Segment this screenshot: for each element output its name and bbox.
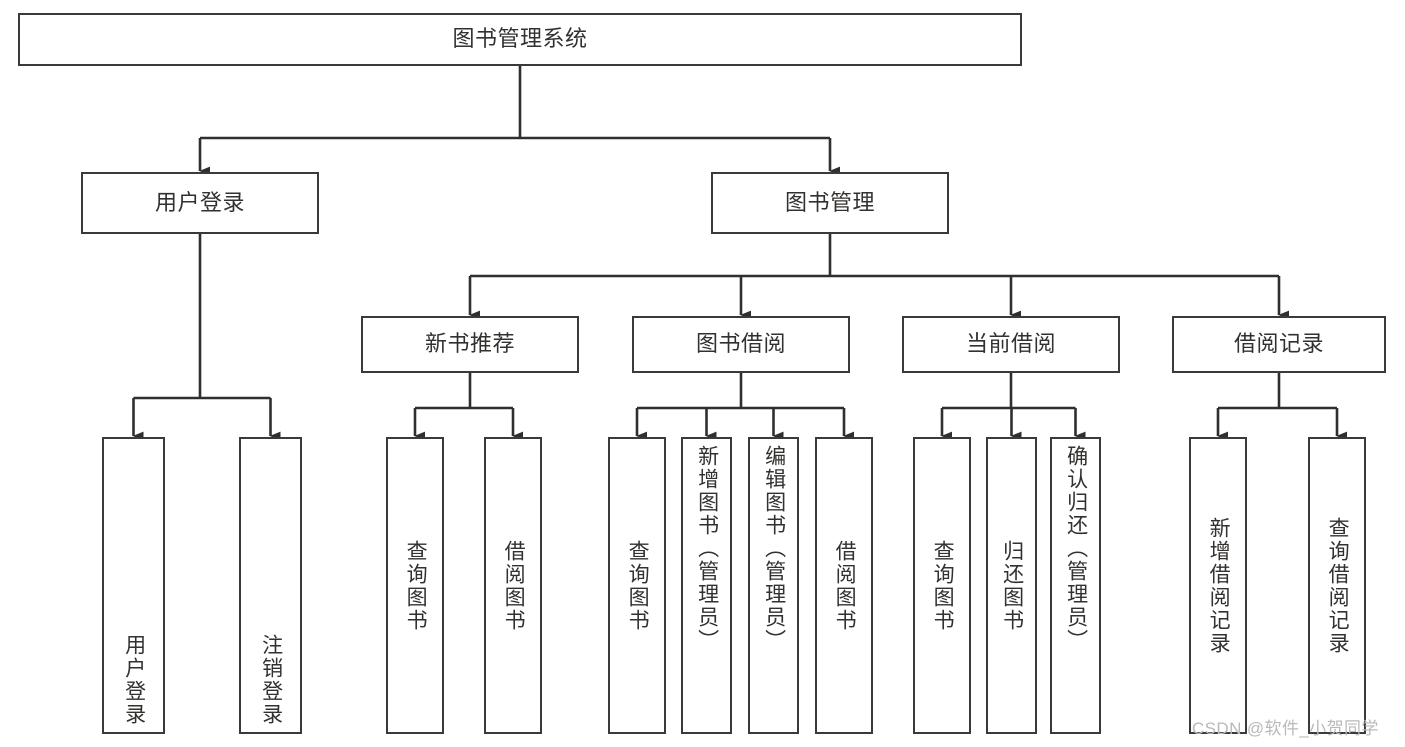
edge-layer xyxy=(132,66,1348,441)
node-leaf-edit-book-admin-label: 编辑图书（管理员） xyxy=(762,445,786,652)
node-leaf-borrow-book-a-label: 借阅图书 xyxy=(502,539,526,632)
node-user-login-label: 用户登录 xyxy=(154,189,245,215)
watermark: CSDN @软件_小贺同学 xyxy=(1192,719,1379,738)
node-leaf-query-book-c[interactable]: 查询图书 xyxy=(913,437,971,734)
node-leaf-confirm-return-admin-label: 确认归还（管理员） xyxy=(1064,445,1088,652)
node-borrowing-record[interactable]: 借阅记录 xyxy=(1172,316,1386,373)
node-root-label: 图书管理系统 xyxy=(452,26,588,52)
node-leaf-query-book-a[interactable]: 查询图书 xyxy=(386,437,444,734)
node-leaf-user-login-label: 用户登录 xyxy=(122,634,146,726)
node-leaf-borrow-book-a[interactable]: 借阅图书 xyxy=(484,437,542,734)
node-leaf-query-borrow-record-label: 查询借阅记录 xyxy=(1326,516,1350,655)
node-leaf-user-login[interactable]: 用户登录 xyxy=(102,437,165,734)
node-leaf-query-borrow-record[interactable]: 查询借阅记录 xyxy=(1308,437,1366,734)
node-leaf-confirm-return-admin[interactable]: 确认归还（管理员） xyxy=(1050,437,1101,734)
node-leaf-add-borrow-record[interactable]: 新增借阅记录 xyxy=(1189,437,1247,734)
node-book-management[interactable]: 图书管理 xyxy=(711,172,949,234)
node-new-book-recommendation[interactable]: 新书推荐 xyxy=(361,316,579,373)
node-leaf-return-book-label: 归还图书 xyxy=(1000,539,1024,632)
node-leaf-return-book[interactable]: 归还图书 xyxy=(986,437,1037,734)
node-current-borrowing[interactable]: 当前借阅 xyxy=(902,316,1120,373)
node-root[interactable]: 图书管理系统 xyxy=(18,13,1022,66)
node-leaf-query-book-b[interactable]: 查询图书 xyxy=(608,437,666,734)
node-leaf-query-book-b-label: 查询图书 xyxy=(626,539,650,632)
node-book-borrowing-label: 图书借阅 xyxy=(695,331,786,357)
node-user-login[interactable]: 用户登录 xyxy=(81,172,319,234)
node-leaf-query-book-c-label: 查询图书 xyxy=(931,539,955,632)
node-leaf-add-borrow-record-label: 新增借阅记录 xyxy=(1207,516,1231,655)
node-leaf-add-book-admin[interactable]: 新增图书（管理员） xyxy=(681,437,732,734)
node-book-borrowing[interactable]: 图书借阅 xyxy=(632,316,850,373)
node-new-book-recommendation-label: 新书推荐 xyxy=(424,331,515,357)
node-leaf-query-book-a-label: 查询图书 xyxy=(404,539,428,632)
node-borrowing-record-label: 借阅记录 xyxy=(1233,331,1324,357)
node-leaf-edit-book-admin[interactable]: 编辑图书（管理员） xyxy=(748,437,799,734)
node-leaf-borrow-book-b[interactable]: 借阅图书 xyxy=(815,437,873,734)
node-current-borrowing-label: 当前借阅 xyxy=(965,331,1056,357)
node-book-management-label: 图书管理 xyxy=(784,189,875,215)
node-leaf-borrow-book-b-label: 借阅图书 xyxy=(833,539,857,632)
node-leaf-logout-label: 注销登录 xyxy=(259,634,283,726)
node-leaf-logout[interactable]: 注销登录 xyxy=(239,437,302,734)
node-leaf-add-book-admin-label: 新增图书（管理员） xyxy=(695,445,719,652)
